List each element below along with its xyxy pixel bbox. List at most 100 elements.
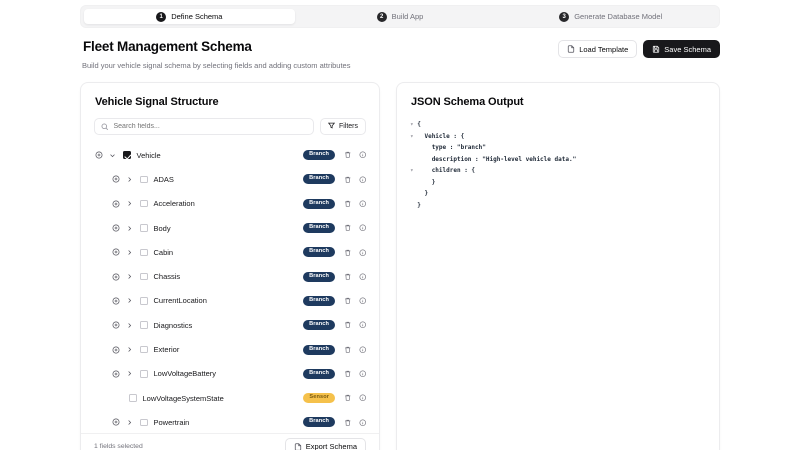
chevron-right-icon[interactable] xyxy=(126,419,133,426)
info-icon[interactable] xyxy=(359,224,367,232)
row-checkbox[interactable] xyxy=(140,175,148,184)
tree-row-controls xyxy=(112,321,148,329)
row-checkbox[interactable] xyxy=(140,345,148,354)
row-action-icons xyxy=(344,346,366,354)
info-icon[interactable] xyxy=(359,321,367,329)
node-type-badge: Branch xyxy=(303,247,335,258)
delete-icon[interactable] xyxy=(344,346,352,354)
add-child-icon[interactable] xyxy=(112,346,120,354)
delete-icon[interactable] xyxy=(344,176,352,184)
delete-icon[interactable] xyxy=(344,321,352,329)
schema-title-input[interactable] xyxy=(80,37,340,56)
add-child-icon[interactable] xyxy=(112,224,120,232)
delete-icon[interactable] xyxy=(344,200,352,208)
info-icon[interactable] xyxy=(359,346,367,354)
page-header: Build your vehicle signal schema by sele… xyxy=(80,37,720,70)
add-child-icon[interactable] xyxy=(112,175,120,183)
row-checkbox[interactable] xyxy=(140,297,148,305)
delete-icon[interactable] xyxy=(344,249,352,257)
add-child-icon[interactable] xyxy=(112,418,120,426)
row-action-icons xyxy=(344,176,366,184)
save-schema-button[interactable]: Save Schema xyxy=(643,40,720,58)
row-checkbox[interactable] xyxy=(140,272,148,281)
delete-icon[interactable] xyxy=(344,370,352,378)
delete-icon[interactable] xyxy=(344,419,352,427)
tree-row-controls xyxy=(112,418,148,427)
row-checkbox[interactable] xyxy=(140,199,148,208)
add-child-icon[interactable] xyxy=(112,370,120,378)
info-icon[interactable] xyxy=(359,419,367,427)
add-child-icon[interactable] xyxy=(112,321,120,329)
filters-button[interactable]: Filters xyxy=(319,118,366,135)
info-icon[interactable] xyxy=(359,151,367,159)
chevron-right-icon[interactable] xyxy=(126,346,133,353)
info-icon[interactable] xyxy=(359,370,367,378)
tree-row-label: LowVoltageBattery xyxy=(153,369,217,379)
delete-icon[interactable] xyxy=(344,297,352,305)
chevron-right-icon[interactable] xyxy=(126,273,133,280)
delete-icon[interactable] xyxy=(344,273,352,281)
row-checkbox[interactable] xyxy=(140,248,148,257)
delete-icon[interactable] xyxy=(344,224,352,232)
tree-row-label: Chassis xyxy=(153,272,181,282)
add-child-icon[interactable] xyxy=(112,297,120,305)
chevron-right-icon[interactable] xyxy=(126,200,133,207)
json-output-viewer[interactable]: ▾ {▾ Vehicle : { type : "branch" descrip… xyxy=(397,108,719,450)
json-line: } xyxy=(431,178,436,186)
chevron-right-icon[interactable] xyxy=(126,370,133,377)
load-template-button[interactable]: Load Template xyxy=(558,40,638,58)
header-actions: Load Template Save Schema xyxy=(558,37,720,58)
step-number-badge: 3 xyxy=(559,11,570,22)
tree-row-label: Powertrain xyxy=(153,417,190,427)
delete-icon[interactable] xyxy=(344,394,352,402)
search-field-wrapper[interactable] xyxy=(94,118,314,135)
add-child-icon[interactable] xyxy=(112,273,120,281)
info-icon[interactable] xyxy=(359,394,367,402)
search-input[interactable] xyxy=(113,123,307,130)
tree-row-label: Exterior xyxy=(153,345,180,355)
row-action-icons xyxy=(344,394,366,402)
chevron-right-icon[interactable] xyxy=(126,176,133,183)
export-schema-button[interactable]: Export Schema xyxy=(284,437,366,450)
node-type-badge: Branch xyxy=(303,150,335,161)
row-checkbox[interactable] xyxy=(140,224,148,232)
chevron-down-icon[interactable] xyxy=(109,152,116,159)
chevron-right-icon[interactable] xyxy=(126,225,133,232)
row-checkbox[interactable] xyxy=(129,394,137,402)
delete-icon[interactable] xyxy=(344,151,352,159)
row-checkbox[interactable] xyxy=(140,418,148,427)
info-icon[interactable] xyxy=(359,297,367,305)
info-icon[interactable] xyxy=(359,176,367,184)
row-checkbox[interactable] xyxy=(140,321,148,329)
chevron-right-icon[interactable] xyxy=(126,249,133,256)
chevron-right-icon[interactable] xyxy=(126,297,133,304)
add-child-icon[interactable] xyxy=(95,151,103,159)
info-icon[interactable] xyxy=(359,200,367,208)
chevron-right-icon[interactable] xyxy=(126,322,133,329)
save-disk-icon xyxy=(652,45,660,53)
row-checkbox[interactable] xyxy=(140,370,148,378)
add-child-icon[interactable] xyxy=(112,248,120,256)
tree-row-controls xyxy=(112,224,148,232)
tree-row-controls xyxy=(112,297,148,305)
info-icon[interactable] xyxy=(359,249,367,257)
info-icon[interactable] xyxy=(359,273,367,281)
add-child-icon[interactable] xyxy=(112,200,120,208)
row-checkbox[interactable] xyxy=(123,151,131,159)
